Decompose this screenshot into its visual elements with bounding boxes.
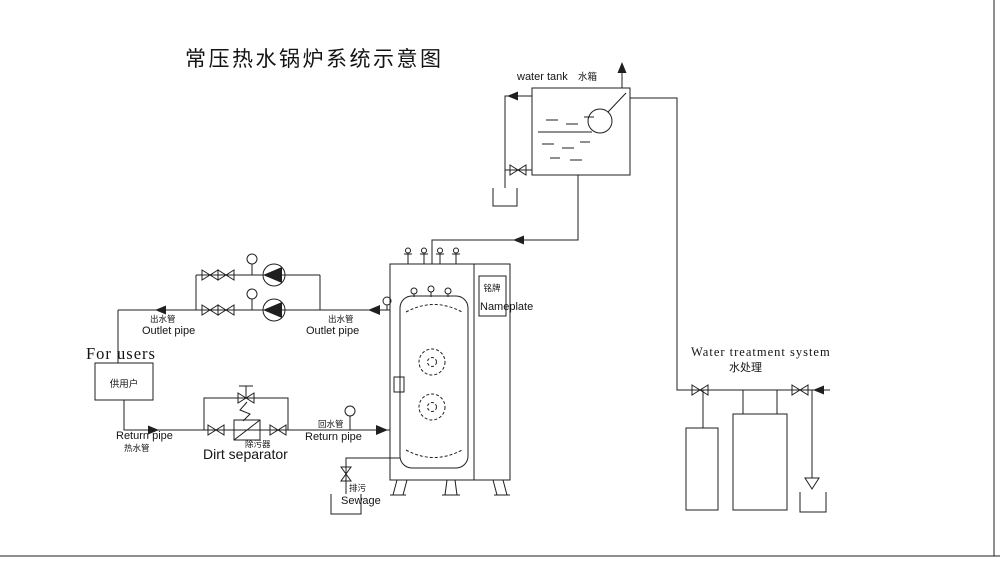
sewage-valve-icon xyxy=(340,466,352,482)
drain-container xyxy=(330,494,362,515)
nameplate-label-zh: 铭牌 xyxy=(483,283,501,293)
nameplate xyxy=(478,275,507,317)
drain-container xyxy=(492,188,518,207)
pump-group-bottom xyxy=(262,298,286,322)
pump-group-top xyxy=(262,263,286,287)
filter-head xyxy=(742,389,778,415)
water-treatment-label-en: Water treatment system xyxy=(691,345,831,359)
valve-icon xyxy=(269,424,287,436)
outlet-pipe-right-label-zh: 出水管 xyxy=(328,314,354,324)
return-pipe-left-label-zh: 热水管 xyxy=(124,443,150,453)
boiler-legs xyxy=(390,479,510,496)
drain-container xyxy=(799,492,827,513)
valves xyxy=(201,164,809,482)
burner-icon xyxy=(418,348,446,376)
gauge-icon xyxy=(246,253,258,275)
valve-icon xyxy=(509,164,527,176)
treatment-vessel-large xyxy=(732,413,788,511)
return-pipe-right-label-en: Return pipe xyxy=(305,431,362,443)
users-box xyxy=(94,362,154,401)
float-valve-icon xyxy=(587,108,613,134)
arrow-icon xyxy=(155,305,166,315)
return-nozzle-icon xyxy=(376,425,388,435)
outlet-pipe-right-label-en: Outlet pipe xyxy=(306,325,359,337)
users-box-label: 供用户 xyxy=(110,378,139,390)
vent-arrow-icon xyxy=(617,62,627,73)
safety-valves xyxy=(404,247,460,264)
drawing-border xyxy=(0,0,1000,557)
gauge-icon xyxy=(344,405,356,430)
for-users-label: For users xyxy=(86,344,156,363)
boiler xyxy=(389,247,511,496)
flow-arrows xyxy=(148,91,824,435)
bypass-valve-icon xyxy=(237,385,255,404)
burner-icon xyxy=(418,393,446,421)
dirt-separator-label-zh: 除污器 xyxy=(245,439,271,449)
return-pipe-left-label-en: Return pipe xyxy=(116,430,173,442)
water-treatment-label-zh: 水处理 xyxy=(729,361,762,374)
treatment-vessel-small xyxy=(685,427,719,511)
sewage-label-zh: 排污 xyxy=(349,483,367,493)
water-level-marks xyxy=(538,116,594,161)
valve-icon xyxy=(791,384,809,396)
arrow-icon xyxy=(507,91,518,101)
thermometer-icon xyxy=(382,296,392,310)
funnel-icon xyxy=(804,477,820,490)
outlet-nozzle-icon xyxy=(368,305,380,315)
valve-icon xyxy=(217,304,235,316)
diagram-title: 常压热水锅炉系统示意图 xyxy=(185,47,444,71)
dirt-separator-icon xyxy=(233,401,261,441)
vessel-fittings xyxy=(410,285,452,297)
gauge-icon xyxy=(246,288,258,310)
water-tank-label-en: water tank xyxy=(516,71,568,83)
sewage-label-en: Sewage xyxy=(341,495,381,507)
arrow-icon xyxy=(813,385,824,395)
arrow-icon xyxy=(513,235,524,245)
outlet-pipe-left-label-zh: 出水管 xyxy=(150,314,176,324)
arrow-icon xyxy=(148,425,159,435)
water-tank-label-zh: 水箱 xyxy=(578,71,597,83)
valve-icon xyxy=(691,384,709,396)
return-pipe-right-label-zh: 回水管 xyxy=(318,419,344,429)
boiler-vessel xyxy=(399,295,469,469)
sight-glass xyxy=(393,376,405,393)
valve-icon xyxy=(217,269,235,281)
water-treatment-system xyxy=(685,389,827,513)
outlet-pipe-left-label-en: Outlet pipe xyxy=(142,325,195,337)
valve-icon xyxy=(207,424,225,436)
water-tank xyxy=(531,62,631,176)
nameplate-label-en: Nameplate xyxy=(480,301,533,313)
boiler-cabinet xyxy=(389,263,511,481)
dirt-separator-label-en: Dirt separator xyxy=(203,446,288,462)
